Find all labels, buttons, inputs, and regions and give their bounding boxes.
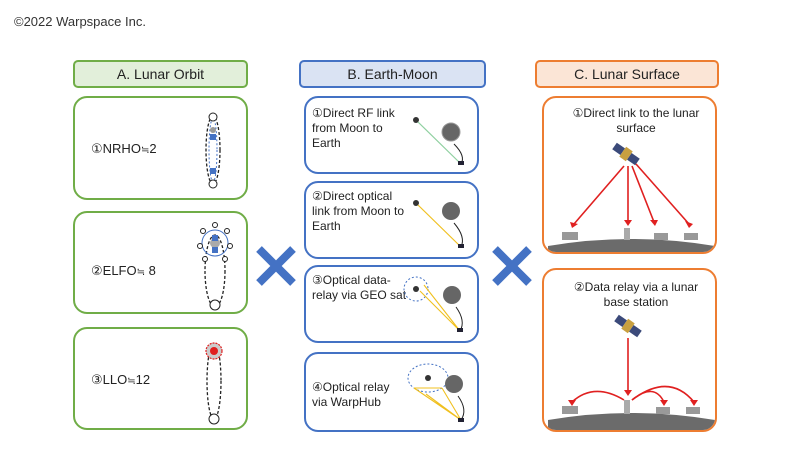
link-label-direct-optical: ②Direct optical link from Moon to Earth <box>312 189 405 233</box>
link-card-direct-rf: ①Direct RF link from Moon to Earth <box>304 96 479 174</box>
copyright-notice: ©2022 Warpspace Inc. <box>14 14 146 29</box>
link-card-warphub: ④Optical relay via WarpHub <box>304 352 479 432</box>
direct-optical-diagram <box>413 200 464 248</box>
surface-label-direct: ①Direct link to the lunar surface <box>572 106 700 135</box>
surface-card-direct: ①Direct link to the lunar surface <box>542 96 717 254</box>
direct-rf-diagram <box>413 117 464 165</box>
link-card-direct-optical: ②Direct optical link from Moon to Earth <box>304 181 479 259</box>
elfo-orbit-diagram <box>197 222 233 311</box>
link-label-warphub: ④Optical relay via WarpHub <box>312 380 390 409</box>
geo-relay-diagram <box>403 276 463 332</box>
warphub-diagram <box>407 363 465 422</box>
link-label-direct-rf: ①Direct RF link from Moon to Earth <box>312 106 395 150</box>
orbit-label-llo: ③LLO≒12 <box>91 372 151 387</box>
header-lunar-orbit: A. Lunar Orbit <box>73 60 248 88</box>
multiply-cross-left-icon <box>256 246 296 286</box>
orbit-card-llo: ③LLO≒12 <box>73 327 248 430</box>
direct-surface-diagram <box>548 142 715 252</box>
link-label-geo-relay: ③Optical data-relay via GEO sat <box>312 273 407 302</box>
surface-card-base-relay: ②Data relay via a lunar base station <box>542 268 717 432</box>
orbit-card-elfo: ②ELFO≒ 8 <box>73 211 248 314</box>
orbit-card-nrho: ①NRHO≒2 <box>73 96 248 200</box>
link-card-geo-relay: ③Optical data-relay via GEO sat <box>304 265 479 343</box>
header-earth-moon: B. Earth-Moon <box>299 60 486 88</box>
surface-label-base-relay: ②Data relay via a lunar base station <box>573 280 699 309</box>
multiply-cross-right-icon <box>492 246 532 286</box>
header-lunar-surface: C. Lunar Surface <box>535 60 719 88</box>
orbit-label-elfo: ②ELFO≒ 8 <box>91 263 156 278</box>
base-relay-diagram <box>548 314 715 430</box>
orbit-label-nrho: ①NRHO≒2 <box>91 141 157 156</box>
nrho-orbit-diagram <box>205 112 221 189</box>
llo-orbit-diagram <box>205 342 223 425</box>
